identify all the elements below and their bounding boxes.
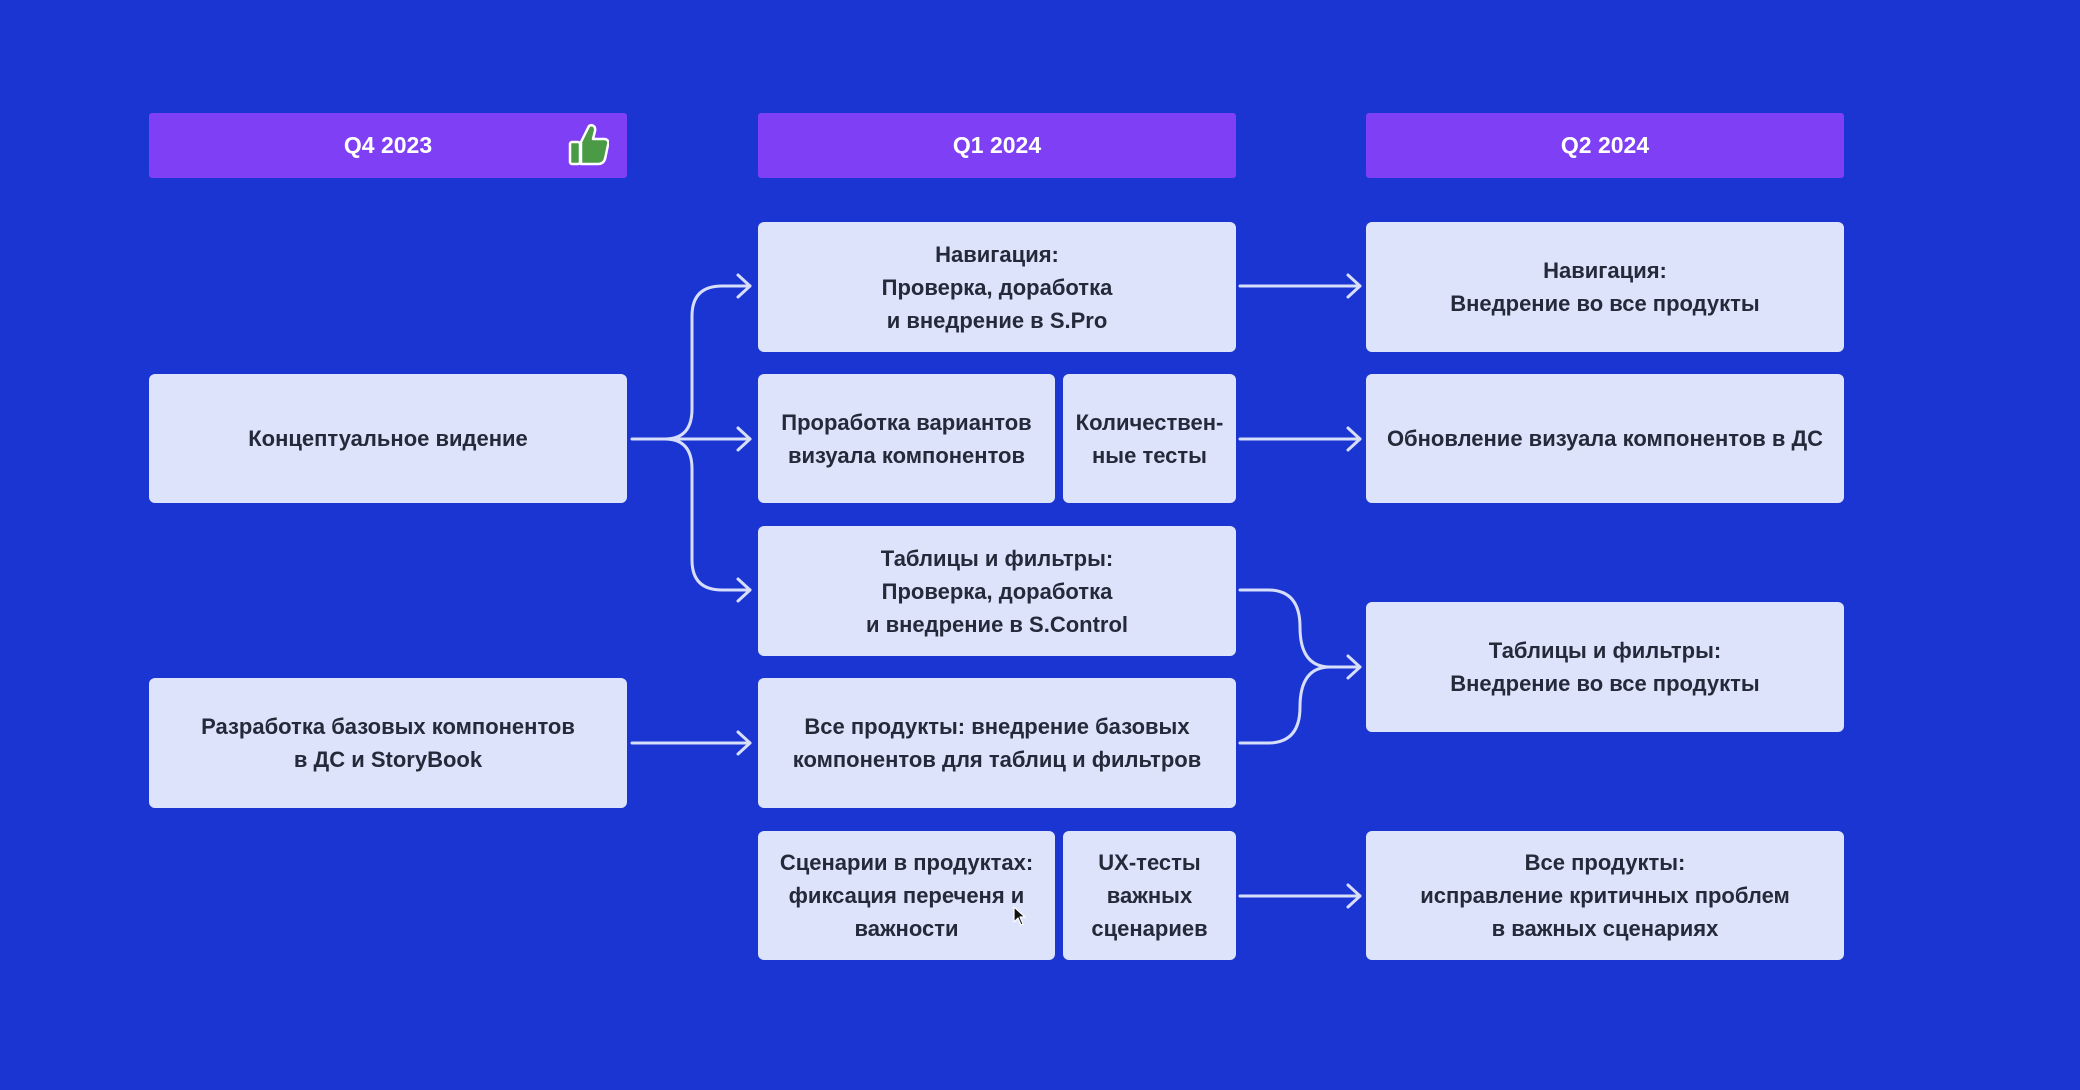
arrow-concept-to-tables (663, 437, 752, 592)
arrowhead-nav (736, 273, 752, 299)
header-q4-2023: Q4 2023 (149, 113, 627, 178)
box-text-line: Все продукты: (1524, 850, 1686, 875)
box-text-line: и внедрение в S.Control (865, 611, 1129, 637)
box-text-line: фиксация переченя и (788, 883, 1025, 908)
box-navigation-rollout: Навигация: Внедрение во все продукты (1366, 222, 1844, 352)
box-scenarios: Сценарии в продуктах: фиксация переченя … (758, 831, 1055, 960)
box-tables-check: Таблицы и фильтры: Проверка, доработка и… (758, 526, 1236, 656)
box-text-line: Концептуальное видение (248, 426, 528, 451)
box-text-line: Таблицы и фильтры: (1488, 638, 1722, 663)
arrowhead-tables (736, 577, 752, 603)
header-q1-2024: Q1 2024 (758, 113, 1236, 178)
box-concept-vision: Концептуальное видение (149, 374, 627, 503)
mouse-cursor-icon (1013, 906, 1026, 926)
box-text-line: Таблицы и фильтры: (880, 545, 1114, 571)
box-visual-variants: Проработка вариантов визуала компонентов (758, 374, 1055, 503)
box-base-components: Разработка базовых компонентов в ДС и St… (149, 678, 627, 808)
arrowhead-nav-rollout (1346, 273, 1362, 299)
box-text-line: Разработка базовых компонентов (201, 714, 575, 739)
header-q2-2024: Q2 2024 (1366, 113, 1844, 178)
arrowhead-visualupdate (1346, 426, 1362, 452)
box-text-line: Проработка вариантов (781, 409, 1032, 435)
box-navigation-check: Навигация: Проверка, доработка и внедрен… (758, 222, 1236, 352)
box-text-line: в ДС и StoryBook (293, 747, 483, 772)
arrowhead-fixes (1346, 883, 1362, 909)
box-text-line: и внедрение в S.Pro (886, 307, 1108, 333)
box-text-line: Проверка, доработка (881, 274, 1113, 300)
box-text-line: ные тесты (1092, 442, 1207, 468)
box-visual-update: Обновление визуала компонентов в ДС (1366, 374, 1844, 503)
header-q4-label: Q4 2023 (343, 132, 433, 158)
header-q1-label: Q1 2024 (952, 132, 1042, 158)
box-text-line: Навигация: (935, 241, 1059, 267)
box-text-line: в важных сценариях (1491, 916, 1719, 941)
box-text-line: важных (1106, 883, 1193, 908)
box-text-line: компонентов для таблиц и фильтров (792, 747, 1202, 772)
arrowhead-visual (736, 426, 752, 452)
arrowhead-allproducts (736, 730, 752, 756)
box-text-line: Внедрение во все продукты (1450, 291, 1760, 316)
box-text-line: Сценарии в продуктах: (779, 850, 1034, 875)
box-ux-tests: UX-тесты важных сценариев (1063, 831, 1236, 960)
thumbs-up-icon (568, 123, 609, 166)
box-text-line: Количествен- (1075, 409, 1224, 435)
arrow-allproducts-to-rollout (1238, 665, 1332, 745)
box-tables-rollout: Таблицы и фильтры: Внедрение во все прод… (1366, 602, 1844, 732)
box-text-line: исправление критичных проблем (1420, 883, 1790, 908)
box-text-line: визуала компонентов (787, 442, 1026, 468)
box-all-products-base: Все продукты: внедрение базовых компонен… (758, 678, 1236, 808)
header-q2-label: Q2 2024 (1560, 132, 1650, 158)
arrow-tables-to-rollout (1238, 588, 1362, 669)
box-text-line: сценариев (1091, 916, 1208, 941)
box-quantitative-tests: Количествен- ные тесты (1063, 374, 1236, 503)
arrow-concept-to-nav (663, 284, 752, 441)
box-critical-fixes: Все продукты: исправление критичных проб… (1366, 831, 1844, 960)
box-text-line: важности (854, 916, 959, 941)
arrowhead-tables-rollout (1346, 654, 1362, 680)
box-text-line: Навигация: (1543, 258, 1667, 283)
box-text-line: Все продукты: внедрение базовых (804, 714, 1190, 739)
box-text-line: Обновление визуала компонентов в ДС (1386, 426, 1824, 451)
box-text-line: UX-тесты (1098, 850, 1201, 875)
box-text-line: Проверка, доработка (881, 578, 1113, 604)
box-text-line: Внедрение во все продукты (1450, 671, 1760, 696)
